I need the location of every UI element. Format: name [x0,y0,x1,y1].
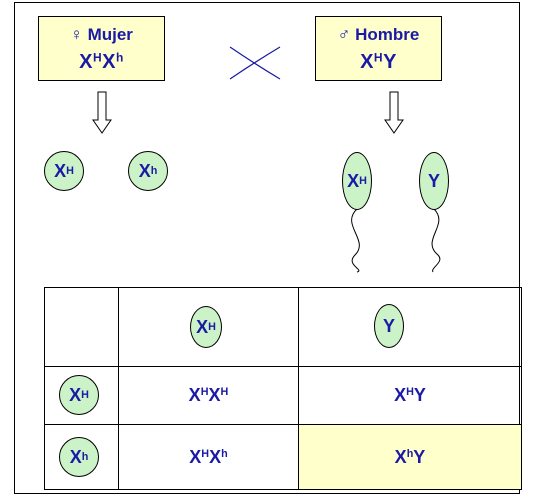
header-gamete: Y [374,304,404,348]
offspring-genotype: XHXH [118,366,299,425]
sperm-tail [431,208,441,273]
sperm-tail [351,208,360,273]
female-label-text: Mujer [87,25,133,44]
female-genotype: XHXh [79,50,124,73]
male-genotype: XHY [360,50,397,73]
header-col-cell: Y [298,287,522,367]
cross-icon [229,46,281,80]
male-gamete: Y [419,152,449,210]
offspring-genotype-affected: XhY [298,424,522,490]
female-parent-box: ♀ Mujer XHXh [38,16,165,81]
diagram-frame [14,2,520,494]
male-symbol-icon: ♂ [337,25,351,44]
down-arrow-icon [384,91,404,134]
offspring-genotype: XHXh [118,424,299,490]
female-label: ♀ Mujer [39,25,164,45]
male-label: ♂ Hombre [316,25,441,45]
male-label-text: Hombre [355,25,420,44]
corner-cell [44,287,119,367]
male-parent-box: ♂ Hombre XHY [315,16,442,81]
down-arrow-icon [92,91,112,134]
offspring-genotype: XHY [298,366,522,425]
female-symbol-icon: ♀ [70,25,83,44]
